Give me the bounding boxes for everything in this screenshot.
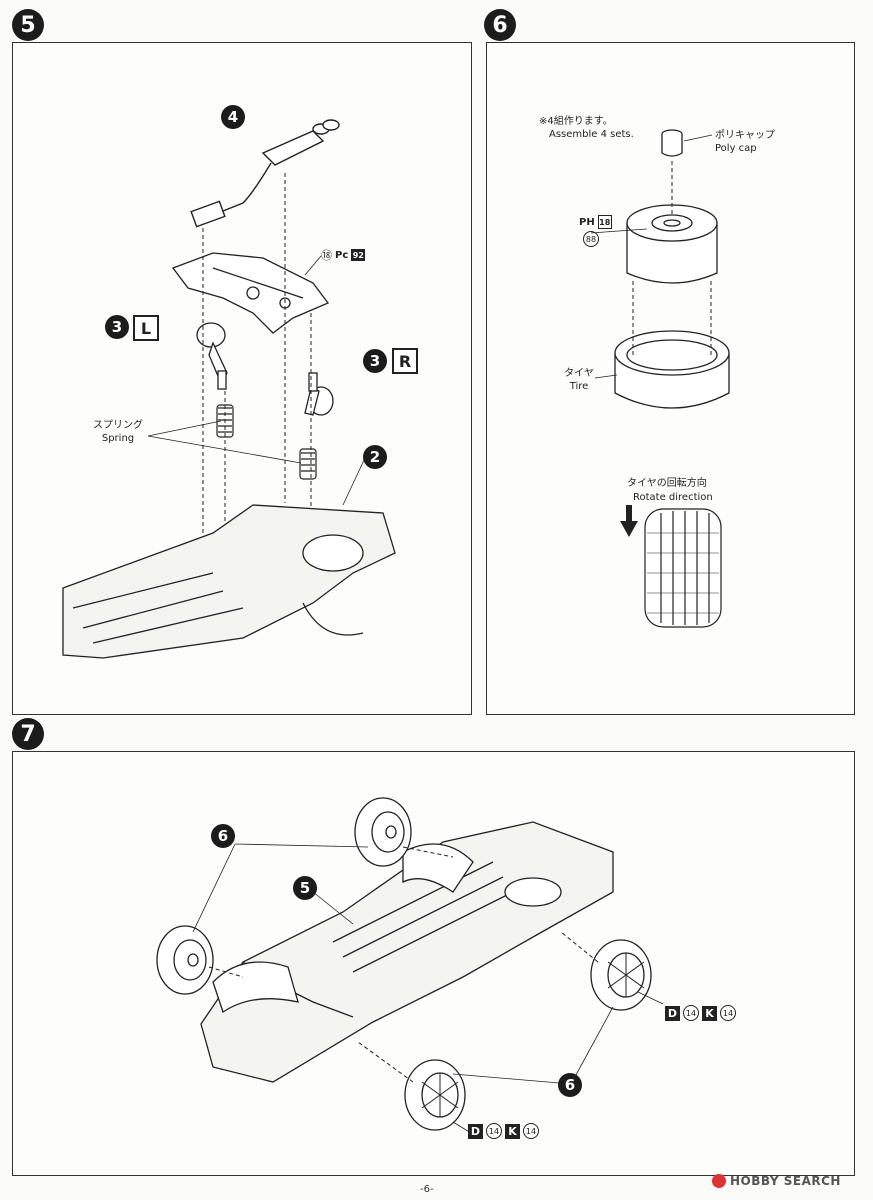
polycap-label-en: Poly cap bbox=[715, 143, 757, 154]
left-side-box: L bbox=[133, 315, 159, 341]
part-callout-bottom: D 14 K 14 bbox=[468, 1123, 539, 1139]
part-code-num: 92 bbox=[351, 249, 366, 261]
step-6-panel: ※4組作ります。 Assemble 4 sets. ポリキャップ Poly ca… bbox=[486, 42, 855, 715]
part-ref-3-left: 3 bbox=[105, 315, 129, 339]
part-ref-5: 5 bbox=[293, 876, 317, 900]
part-callout-88: 88 bbox=[583, 231, 599, 247]
part-number-88: 88 bbox=[583, 231, 599, 247]
part-ref-6-bottom: 6 bbox=[558, 1073, 582, 1097]
part-num-k14: 14 bbox=[720, 1005, 736, 1021]
runner-k-box: K bbox=[702, 1005, 717, 1021]
watermark: HOBBY SEARCH bbox=[712, 1174, 841, 1188]
part-code-ph: PH bbox=[579, 216, 595, 228]
step-5-drawing bbox=[62, 119, 396, 659]
part-callout-ph18: PH 18 bbox=[579, 215, 612, 229]
part-callout-right: D 14 K 14 bbox=[665, 1005, 736, 1021]
spring-label-en: Spring bbox=[101, 433, 135, 444]
rotate-label-en: Rotate direction bbox=[633, 492, 713, 503]
part-ref-6-top: 6 bbox=[211, 824, 235, 848]
right-side-box: R bbox=[392, 348, 418, 374]
step-7-badge: 7 bbox=[12, 718, 44, 750]
part-callout-18: ⑱ Pc 92 bbox=[321, 247, 366, 263]
part-code-ph-num: 18 bbox=[597, 215, 612, 229]
part-ref-2: 2 bbox=[363, 445, 387, 469]
part-num-d14: 14 bbox=[486, 1123, 502, 1139]
part-num-d14: 14 bbox=[683, 1005, 699, 1021]
runner-d-box: D bbox=[665, 1005, 680, 1021]
runner-k-box: K bbox=[505, 1123, 520, 1139]
watermark-text: HOBBY SEARCH bbox=[730, 1174, 841, 1188]
step-5-badge: 5 bbox=[12, 9, 44, 41]
part-ref-4: 4 bbox=[221, 105, 245, 129]
step-7-panel: 6 5 6 D 14 K 14 D 14 K 14 bbox=[12, 751, 855, 1176]
tire-label-jp: タイヤ bbox=[564, 368, 594, 379]
tire-label-en: Tire bbox=[569, 381, 589, 392]
assemble-note-jp: ※4組作ります。 bbox=[539, 116, 613, 127]
step-5-panel: 4 2 3 L 3 R スプリング Spring ⑱ Pc 92 bbox=[12, 42, 472, 715]
part-code: Pc bbox=[335, 249, 349, 261]
rotate-label-jp: タイヤの回転方向 bbox=[627, 478, 707, 489]
part-ref-3-right: 3 bbox=[363, 349, 387, 373]
assemble-note-en: Assemble 4 sets. bbox=[549, 129, 634, 140]
part-number: ⑱ bbox=[321, 249, 332, 262]
watermark-logo-icon bbox=[712, 1174, 726, 1188]
step-6-badge: 6 bbox=[484, 9, 516, 41]
spring-label-jp: スプリング bbox=[93, 420, 143, 431]
page-number: -6- bbox=[420, 1184, 434, 1195]
step-6-drawing bbox=[590, 129, 730, 628]
part-num-k14: 14 bbox=[523, 1123, 539, 1139]
polycap-label-jp: ポリキャップ bbox=[715, 130, 775, 141]
runner-d-box: D bbox=[468, 1123, 483, 1139]
step-7-drawing bbox=[156, 797, 664, 1134]
